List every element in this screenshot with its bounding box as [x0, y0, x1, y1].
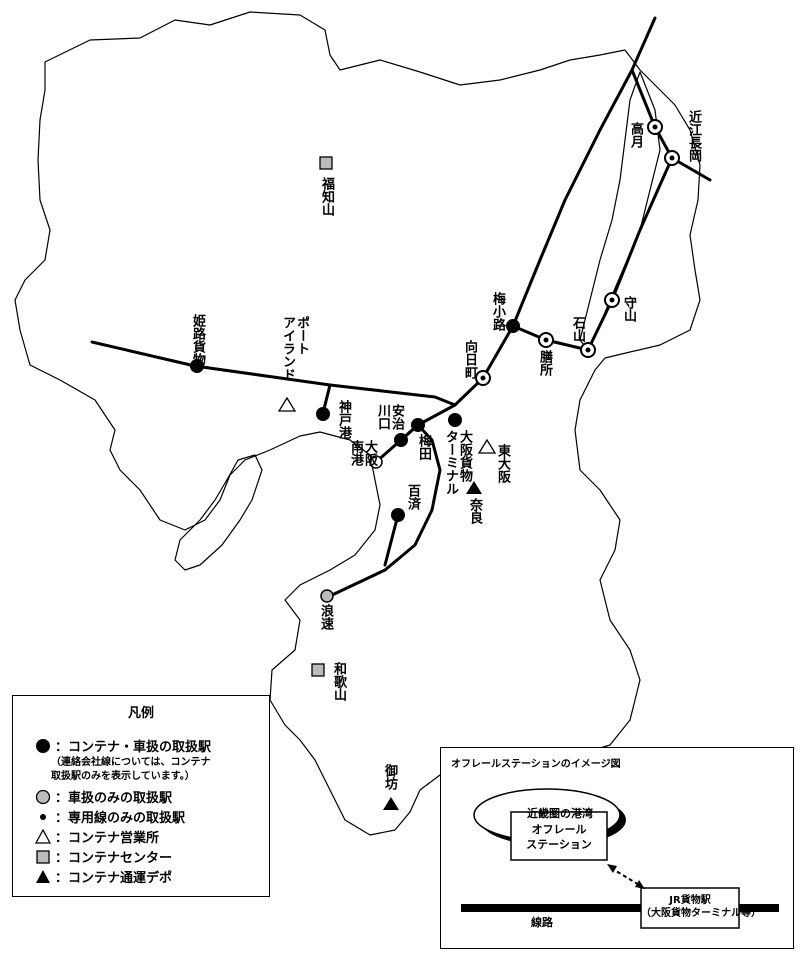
station-umekoji-marker [506, 319, 520, 333]
station-himeji-marker [190, 359, 204, 373]
inset-jr-station-label: JR貨物駅 （大阪貨物ターミナル等） [641, 895, 761, 919]
legend-item-freight-only: ：車扱のみの取扱駅 [35, 787, 172, 806]
map-legend: 凡例 ：コンテナ・車扱の取扱駅 （連絡会社線については、コンテナ 取扱駅のみを表… [12, 695, 270, 897]
station-oumi-nagaoka-marker [664, 150, 680, 166]
inset-title: オフレールステーションのイメージ図 [451, 759, 621, 770]
station-osaka-minami-marker [369, 455, 383, 469]
station-zeze-marker [538, 332, 554, 348]
label-higashi-osaka: 東大阪 [495, 444, 510, 483]
legend-title: 凡例 [127, 706, 154, 721]
inset-off-rail-label: オフレール ステーション [526, 823, 592, 851]
station-mukomachi-marker [475, 370, 491, 386]
label-naniwa: 浪速 [318, 604, 333, 630]
rail-line-kusatsu [586, 156, 674, 352]
inset-track-label: 線路 [531, 916, 553, 929]
rail-line-kosei [630, 68, 712, 182]
wakayama-square-marker [311, 663, 325, 677]
legend-item-siding-only: ：専用線のみの取扱駅 [35, 807, 185, 826]
label-ishiyama: 石山 [570, 316, 585, 342]
off-rail-station-inset: オフレールステーションのイメージ図 近畿圏の港湾 オフレール ステーション JR… [440, 747, 794, 949]
inset-port-label: 近畿圏の港湾 [527, 807, 593, 820]
filled-triangle-icon [35, 869, 51, 885]
filled-circle-icon [35, 738, 51, 754]
label-wakayama: 和歌山 [331, 662, 346, 701]
rail-line-west [90, 340, 457, 407]
station-ishiyama-marker [580, 342, 596, 358]
station-ajikawaguchi-marker [394, 433, 408, 447]
legend-item-container-office: ：コンテナ営業所 [34, 827, 159, 846]
legend-note: （連絡会社線については、コンテナ 取扱駅のみを表示しています。） [51, 757, 211, 782]
gobo-triangle-marker [383, 797, 399, 810]
label-kudara: 百済 [405, 484, 420, 510]
rail-line-kudara-spur [383, 513, 400, 567]
label-moriyama: 守山 [621, 296, 636, 322]
rail-line-main [399, 16, 657, 442]
open-triangle-icon [34, 828, 52, 845]
label-osaka-minami: 大阪 南港 [348, 440, 377, 466]
inset-diagram [461, 788, 779, 929]
station-osaka-terminal-marker [448, 413, 462, 427]
station-naniwa-marker [320, 589, 334, 603]
station-kobe-port-marker [316, 407, 330, 421]
label-zeze: 膳所 [537, 350, 552, 376]
label-umeda: 梅田 [416, 434, 431, 460]
station-moriyama-marker [604, 292, 620, 308]
port-island-triangle-marker [277, 396, 297, 412]
gray-square-icon [35, 849, 51, 865]
label-mukomachi: 向日町 [462, 340, 477, 379]
label-oumi-nagaoka: 近江長岡 [686, 110, 701, 162]
station-umeda-marker [411, 418, 425, 432]
higashi-osaka-triangle-marker [477, 438, 497, 454]
small-dot-icon [35, 809, 51, 825]
station-kudara-marker [391, 508, 405, 522]
rail-line-jouto [328, 423, 442, 598]
legend-item-transport-depot: ：コンテナ通運デポ [35, 867, 172, 886]
label-port-island: ポート アイランド [280, 316, 309, 381]
legend-item-container-freight: ：コンテナ・車扱の取扱駅 [35, 736, 211, 755]
label-gobo: 御坊 [382, 764, 397, 790]
label-ajikawaguchi: 安治 川口 [375, 404, 404, 430]
station-takatsuki-marker [647, 119, 663, 135]
legend-item-container-center: ：コンテナセンター [35, 847, 172, 866]
label-kobe-port: 神戸港 [336, 400, 351, 439]
label-takatsuki: 高月 [628, 122, 643, 148]
gray-circle-icon [35, 789, 51, 805]
label-osaka-terminal: 大阪貨物 ターミナル [443, 430, 472, 495]
label-fukuchiyama: 福知山 [319, 177, 334, 216]
awaji-island-outline [174, 454, 263, 571]
nara-triangle-marker [466, 481, 482, 494]
label-nara: 奈良 [467, 498, 482, 524]
label-himeji: 姫路貨物 [190, 314, 205, 366]
fukuchiyama-square-marker [319, 156, 333, 170]
label-umekoji: 梅小路 [490, 292, 505, 331]
